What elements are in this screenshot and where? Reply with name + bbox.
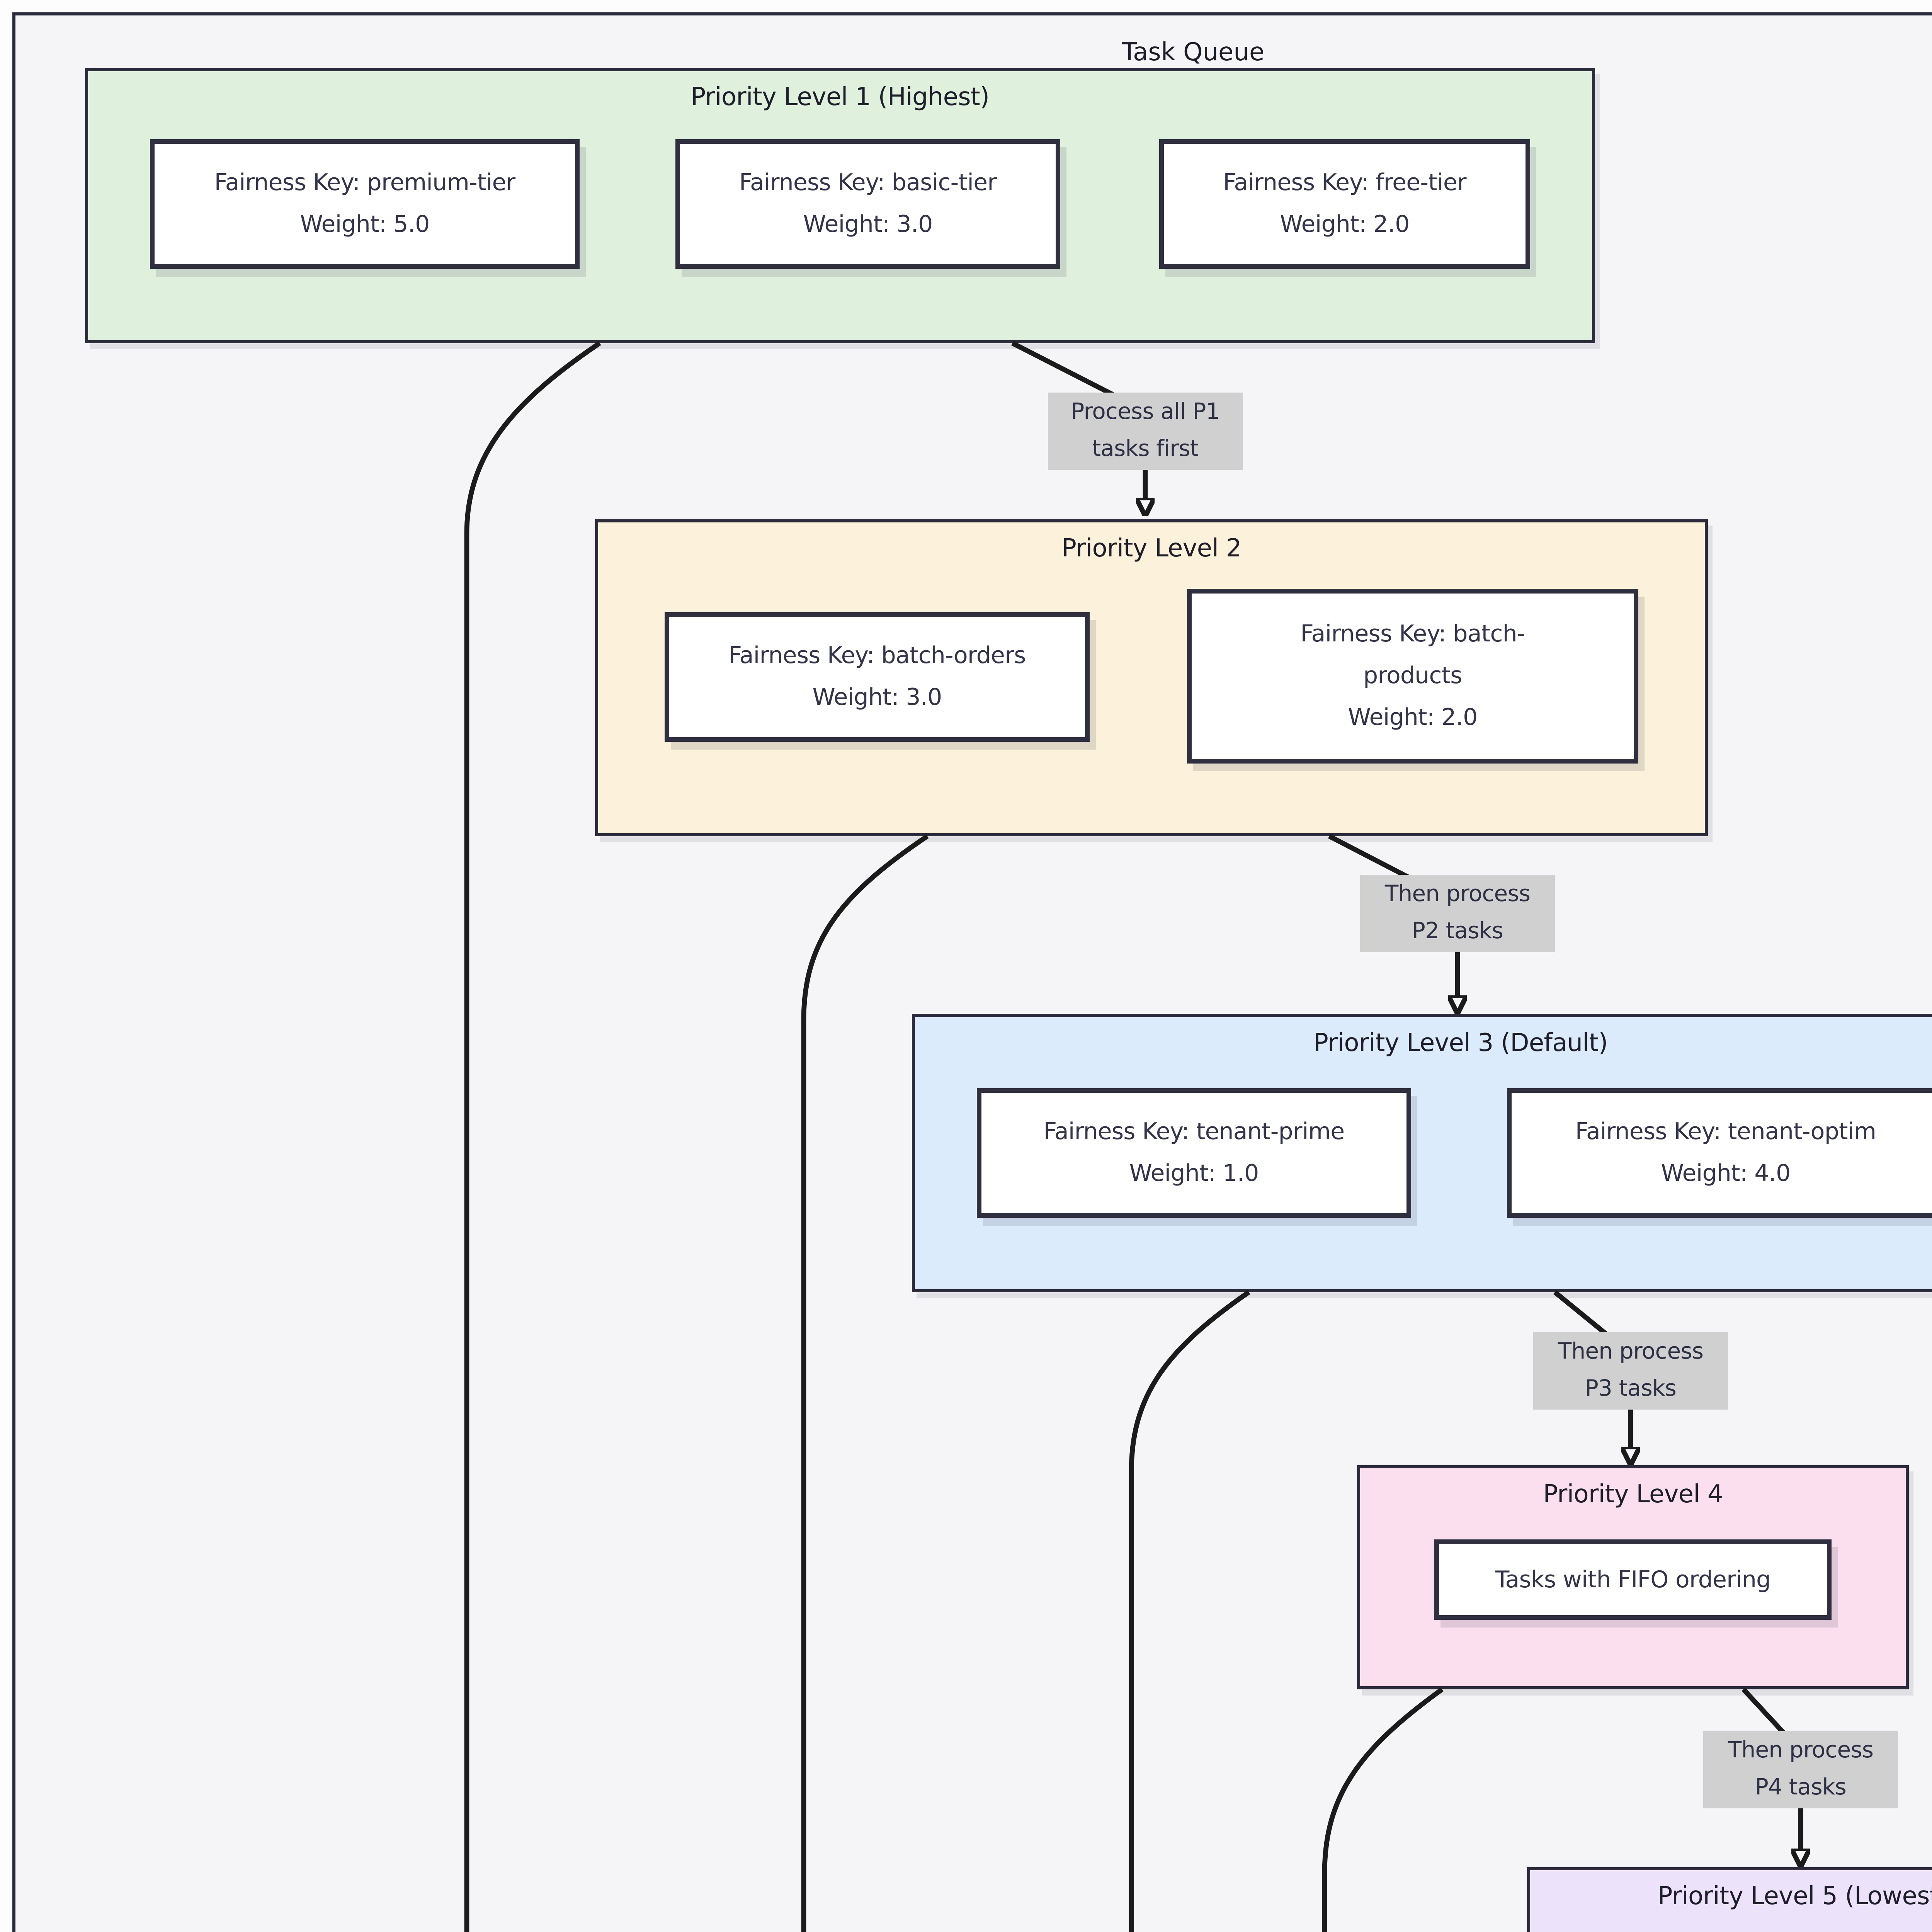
edge-label-p1-line-1: Process all P1 xyxy=(1071,400,1220,425)
cluster-priority-2-title: Priority Level 2 xyxy=(1061,533,1242,563)
node-p4-fifo-text: Tasks with FIFO ordering xyxy=(1495,1565,1771,1593)
node-tenant-optim-key: Fairness Key: tenant-optim xyxy=(1575,1117,1876,1145)
node-basic-tier-key: Fairness Key: basic-tier xyxy=(739,168,997,196)
edge-label-p4-line-2: P4 tasks xyxy=(1755,1776,1847,1801)
edge-p3-to-workers xyxy=(1129,1290,1250,1932)
cluster-priority-5-title: Priority Level 5 (Lowest) xyxy=(1657,1881,1932,1910)
node-tenant-optim: Fairness Key: tenant-optim Weight: 4.0 xyxy=(1507,1088,1932,1218)
edge-label-p1-line-2: tasks first xyxy=(1092,437,1199,462)
node-p4-fifo: Tasks with FIFO ordering xyxy=(1434,1539,1832,1620)
task-queue-title: Task Queue xyxy=(1122,37,1265,66)
cluster-priority-3-title: Priority Level 3 (Default) xyxy=(1313,1028,1608,1057)
cluster-priority-1-title: Priority Level 1 (Highest) xyxy=(690,82,990,111)
node-tenant-prime-weight: Weight: 1.0 xyxy=(1129,1159,1259,1187)
node-free-tier-key: Fairness Key: free-tier xyxy=(1223,168,1466,196)
edge-label-p3-line-2: P3 tasks xyxy=(1585,1377,1677,1402)
node-basic-tier-weight: Weight: 3.0 xyxy=(803,210,933,238)
node-premium-tier: Fairness Key: premium-tier Weight: 5.0 xyxy=(150,139,580,269)
edge-label-p3-line-1: Then process xyxy=(1558,1340,1704,1365)
cluster-priority-4-title: Priority Level 4 xyxy=(1543,1479,1723,1509)
node-tenant-optim-weight: Weight: 4.0 xyxy=(1661,1159,1791,1187)
node-premium-tier-key: Fairness Key: premium-tier xyxy=(214,168,516,196)
node-tenant-prime-key: Fairness Key: tenant-prime xyxy=(1043,1117,1345,1145)
node-basic-tier: Fairness Key: basic-tier Weight: 3.0 xyxy=(675,139,1060,269)
edge-label-p1: Process all P1 tasks first xyxy=(1048,393,1243,470)
node-free-tier-weight: Weight: 2.0 xyxy=(1280,210,1410,238)
node-batch-products: Fairness Key: batch- products Weight: 2.… xyxy=(1187,589,1638,764)
node-batch-products-key-1: Fairness Key: batch- xyxy=(1300,620,1525,648)
edge-p4-to-workers xyxy=(1322,1687,1444,1932)
edge-label-p2: Then process P2 tasks xyxy=(1360,875,1555,952)
edge-label-p2-line-1: Then process xyxy=(1384,883,1531,907)
edge-p1-to-workers xyxy=(464,341,601,1932)
node-premium-tier-weight: Weight: 5.0 xyxy=(300,210,430,238)
node-free-tier: Fairness Key: free-tier Weight: 2.0 xyxy=(1159,139,1530,269)
edge-label-p3: Then process P3 tasks xyxy=(1533,1332,1728,1410)
node-batch-orders-key: Fairness Key: batch-orders xyxy=(728,641,1026,669)
node-batch-products-key-2: products xyxy=(1363,662,1462,689)
node-batch-orders: Fairness Key: batch-orders Weight: 3.0 xyxy=(665,612,1090,742)
edge-p2-to-workers xyxy=(801,834,929,1932)
edge-label-p4: Then process P4 tasks xyxy=(1703,1731,1898,1808)
edge-label-p4-line-1: Then process xyxy=(1728,1739,1874,1764)
node-batch-orders-weight: Weight: 3.0 xyxy=(812,683,942,711)
node-tenant-prime: Fairness Key: tenant-prime Weight: 1.0 xyxy=(977,1088,1411,1218)
node-batch-products-weight: Weight: 2.0 xyxy=(1348,703,1478,731)
cluster-priority-5: Priority Level 5 (Lowest) xyxy=(1527,1867,1932,1932)
edge-label-p2-line-2: P2 tasks xyxy=(1412,920,1503,944)
